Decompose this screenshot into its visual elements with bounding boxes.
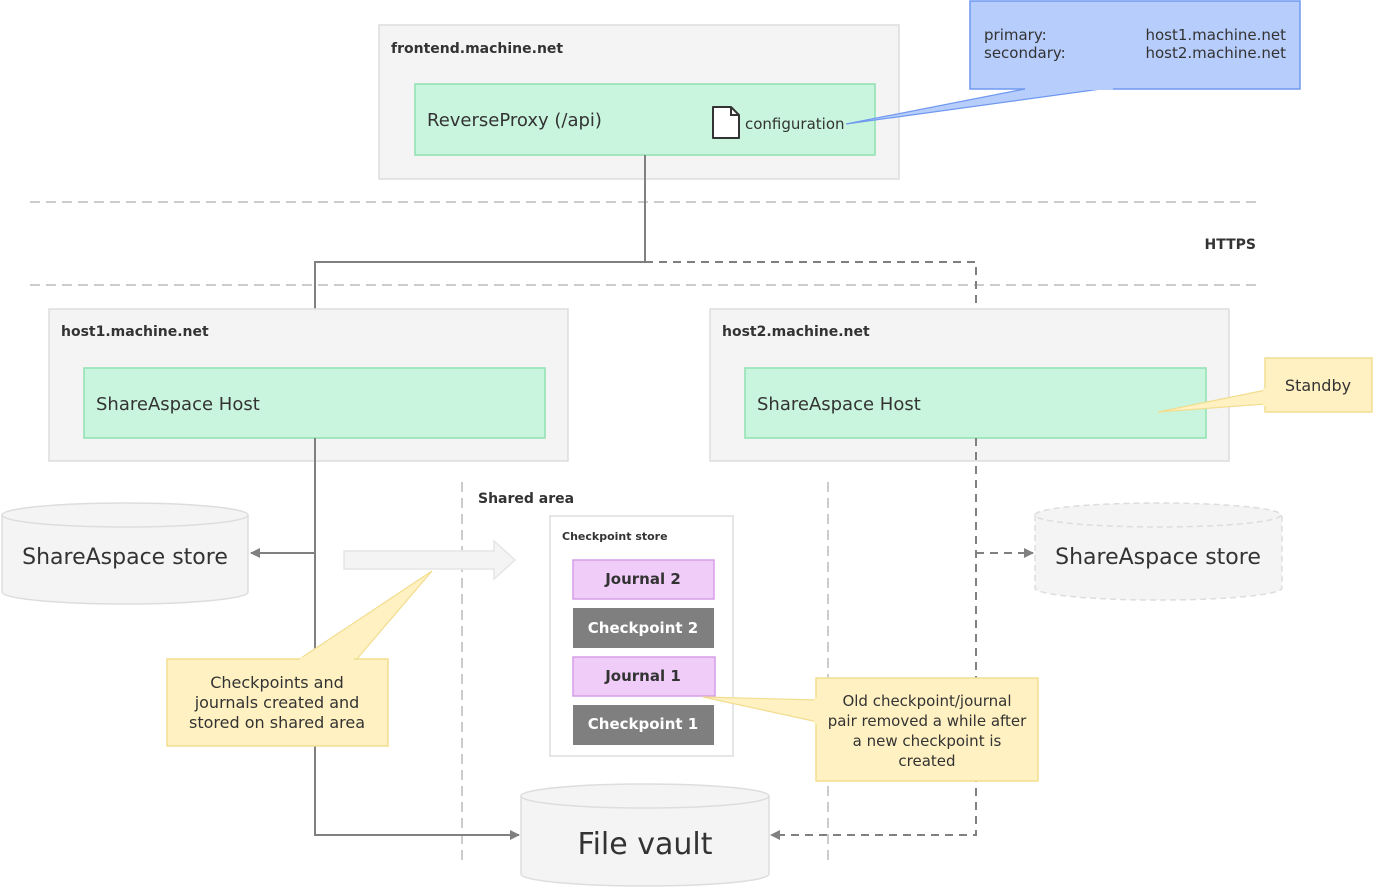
frontend-title: frontend.machine.net [391,41,563,57]
checkpoints-note-line3: stored on shared area [189,713,365,732]
checkpoints-note-pointer [296,570,433,661]
https-label: HTTPS [1205,237,1256,253]
config-callout-joint [1025,86,1113,90]
host1-store-label: ShareAspace store [22,545,228,570]
host2-store-label: ShareAspace store [1055,545,1261,570]
host2-service-label: ShareAspace Host [757,394,921,415]
file-vault [520,783,770,887]
old-pair-note-line1: Old checkpoint/journal [842,692,1011,710]
checkpoint-1-box [573,705,714,745]
journal-1-box [572,656,716,697]
journal-1-label: Journal 1 [604,667,681,685]
checkpoints-note-line2: journals created and [194,693,360,712]
host1-service-label: ShareAspace Host [96,394,260,415]
host1-title: host1.machine.net [61,324,209,340]
flow-arrow [343,539,517,581]
old-pair-note-line4: created [898,752,955,770]
config-secondary-key: secondary: [984,44,1066,62]
host2-sharespace-host [744,367,1207,439]
checkpoint-store-title: Checkpoint store [562,530,668,543]
standby-joint [1263,388,1268,406]
host2-store [1034,502,1283,601]
journal-2-box [572,559,715,600]
config-primary-key: primary: [984,26,1047,44]
checkpoints-note-line1: Checkpoints and [210,673,344,692]
old-pair-note-joint [814,698,820,724]
host2-title: host2.machine.net [722,324,870,340]
host1-store [1,502,249,605]
shared-area-title: Shared area [478,491,574,507]
host1-sharespace-host [83,367,546,439]
config-secondary-value: host2.machine.net [1145,44,1286,62]
checkpoints-note [166,658,389,747]
journal-2-label: Journal 2 [604,570,681,588]
reverse-proxy-label: ReverseProxy (/api) [427,110,602,131]
config-callout [969,0,1301,90]
old-pair-note-line2: pair removed a while after [828,712,1027,730]
document-icon [712,106,740,139]
old-pair-note-line3: a new checkpoint is [853,732,1002,750]
host2-vertical-connector [770,438,977,840]
reverse-proxy-box [414,83,876,156]
file-vault-label: File vault [578,827,713,862]
checkpoint-2-box [573,608,714,648]
old-pair-note [815,677,1039,782]
config-primary-value: host1.machine.net [1145,26,1286,44]
checkpoint-2-label: Checkpoint 2 [588,619,698,637]
checkpoints-note-joint [300,657,354,662]
checkpoint-1-label: Checkpoint 1 [588,715,698,733]
standby-label: Standby [1285,376,1351,395]
standby-note [1264,357,1373,413]
host1-vertical-connector [314,438,520,840]
configuration-label: configuration [745,115,845,133]
